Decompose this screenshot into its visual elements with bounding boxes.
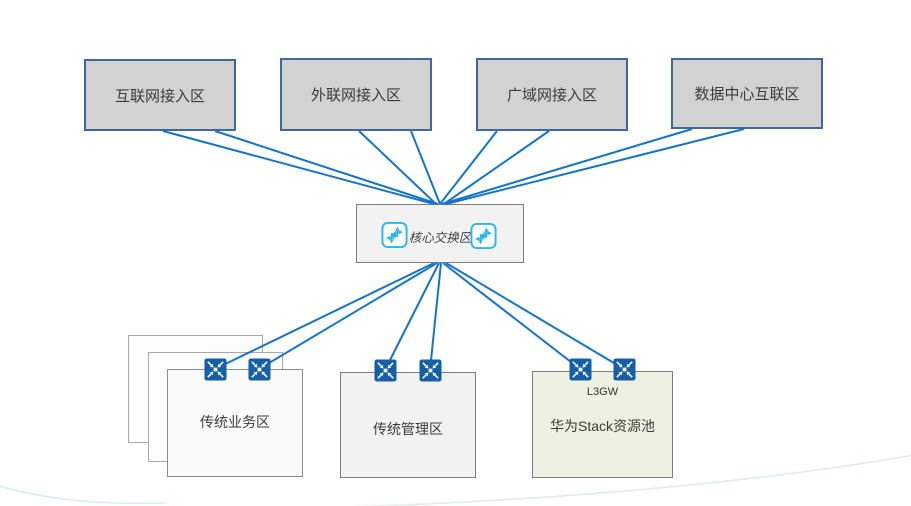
router-icon <box>470 222 497 250</box>
zone-extranet-access: 外联网接入区 <box>280 58 432 131</box>
zone-label: 外联网接入区 <box>310 87 401 104</box>
zone-legacy-management: 传统管理区 <box>340 372 476 478</box>
zone-huawei-stack-pool: L3GW 华为Stack资源池 <box>532 371 673 478</box>
switch-icon <box>613 358 636 381</box>
zone-label: 传统管理区 <box>373 421 443 437</box>
switch-icon <box>248 358 271 381</box>
zone-label: 华为Stack资源池 <box>549 418 655 434</box>
zone-label: 传统业务区 <box>200 414 270 430</box>
switch-icon <box>569 358 592 381</box>
switch-icon <box>204 358 227 381</box>
zone-label: 数据中心互联区 <box>694 86 800 103</box>
zone-legacy-business: 传统业务区 <box>167 369 303 477</box>
gateway-label: L3GW <box>586 386 619 398</box>
zone-label: 核心交换区 <box>408 231 472 245</box>
uplink-lines <box>162 128 745 205</box>
zone-label: 广域网接入区 <box>506 87 597 104</box>
zone-dc-interconnect: 数据中心互联区 <box>671 58 823 129</box>
zone-internet-access: 互联网接入区 <box>84 59 236 131</box>
switch-icon <box>374 359 397 382</box>
zone-wan-access: 广域网接入区 <box>476 58 628 131</box>
router-icon <box>381 221 408 249</box>
switch-icon <box>419 359 442 382</box>
zone-label: 互联网接入区 <box>114 87 205 105</box>
